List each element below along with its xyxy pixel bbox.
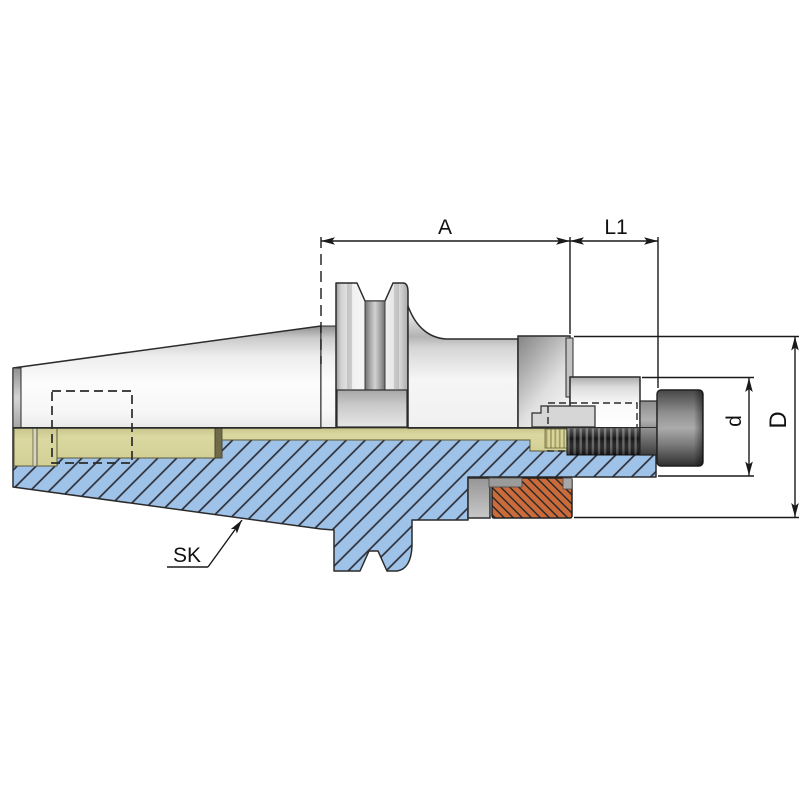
taper-shank bbox=[12, 325, 322, 429]
bore-main-left bbox=[56, 427, 216, 459]
bore-step-face bbox=[214, 427, 223, 459]
nut-hatch bbox=[491, 477, 573, 519]
dim-label-D: D bbox=[765, 411, 792, 428]
bore-slot-strip bbox=[32, 427, 38, 467]
bore-internal-thread-ribs bbox=[544, 428, 568, 449]
flange-shade-right bbox=[394, 283, 399, 389]
dim-label-l1: L1 bbox=[604, 216, 627, 239]
flange-lower-block bbox=[336, 389, 408, 428]
nut-top-strip bbox=[488, 477, 523, 488]
taper-callout: SK bbox=[167, 519, 243, 568]
taper-callout-leader bbox=[207, 519, 243, 568]
retention-screw bbox=[566, 389, 704, 467]
nut-wedge bbox=[467, 477, 491, 519]
taper-callout-label: SK bbox=[173, 544, 201, 567]
nut-right-tab bbox=[562, 477, 573, 490]
bore-counterbore-strip bbox=[13, 427, 34, 467]
holder-upper-view bbox=[12, 282, 704, 467]
body-section-hatch bbox=[12, 427, 657, 572]
body-between-flange-and-collar bbox=[407, 305, 519, 429]
bore-block bbox=[36, 427, 58, 467]
screw-thread-shade bbox=[567, 428, 640, 455]
hidden-pullstud-bore bbox=[51, 390, 133, 464]
dim-label-a: A bbox=[438, 216, 452, 239]
bore-step-piece bbox=[531, 405, 596, 428]
screw-head-edge-shade bbox=[657, 390, 703, 466]
flange-shade-left bbox=[347, 283, 352, 389]
taper-gauge-collar bbox=[320, 325, 337, 429]
taper-end-face bbox=[12, 367, 22, 429]
dimensions: A L1 d D bbox=[320, 216, 799, 519]
v-groove-slot bbox=[364, 300, 386, 391]
clamp-nut-section bbox=[467, 477, 573, 519]
dim-label-d: d bbox=[723, 415, 746, 427]
holder-body-section bbox=[12, 427, 657, 572]
bore-section bbox=[13, 427, 568, 467]
